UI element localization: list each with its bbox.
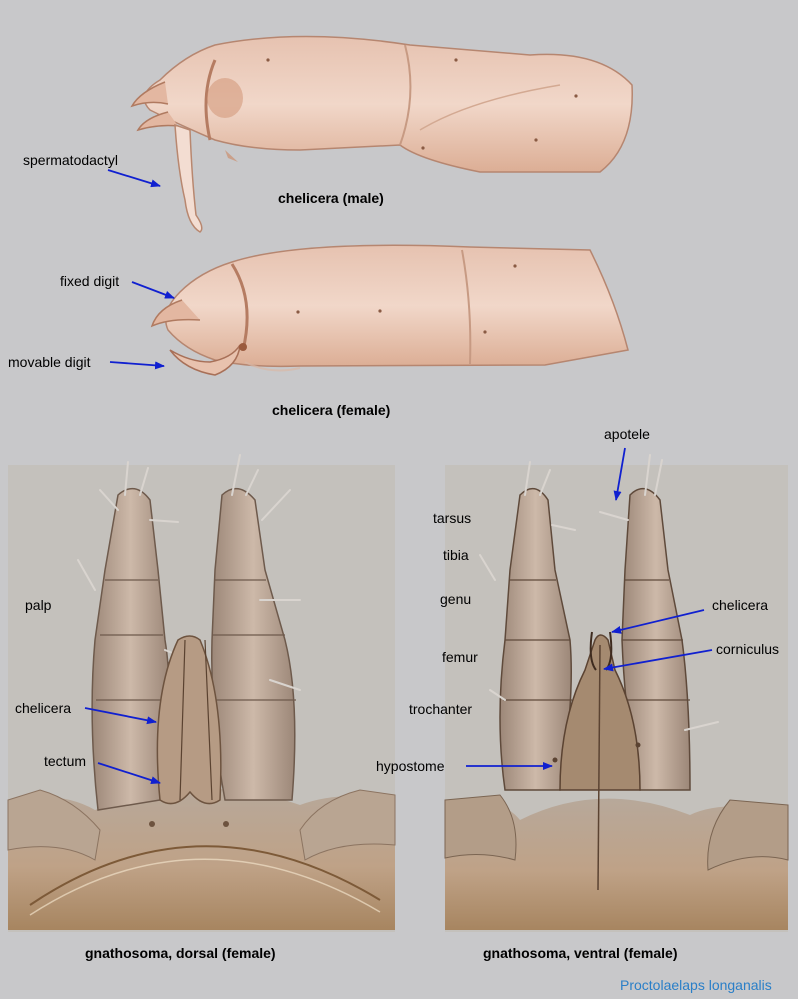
chelicera-female-image	[150, 244, 629, 376]
species-name: Proctolaelaps longanalis	[620, 977, 772, 993]
arrow-chelicera-dorsal	[84, 707, 157, 725]
caption-gnathosoma-ventral: gnathosoma, ventral (female)	[483, 945, 678, 961]
label-tibia: tibia	[443, 547, 469, 563]
label-femur: femur	[442, 649, 478, 665]
arrow-spermatodactyl	[107, 169, 161, 188]
arrow-fixed-digit	[131, 281, 175, 299]
label-apotele: apotele	[604, 426, 650, 442]
arrow-corniculus	[603, 649, 713, 672]
caption-gnathosoma-dorsal: gnathosoma, dorsal (female)	[85, 945, 276, 961]
arrow-movable-digit	[109, 361, 165, 370]
label-trochanter: trochanter	[409, 701, 473, 717]
leader-arrows	[84, 169, 713, 785]
label-tectum: tectum	[44, 753, 87, 769]
label-movable-digit: movable digit	[8, 354, 91, 370]
label-chelicera-ventral: chelicera	[712, 597, 769, 613]
label-spermatodactyl: spermatodactyl	[23, 152, 118, 168]
gnathosoma-dorsal-image	[7, 454, 396, 932]
label-chelicera-dorsal: chelicera	[15, 700, 72, 716]
caption-chelicera-female: chelicera (female)	[272, 402, 391, 418]
arrow-tectum	[97, 762, 161, 785]
gnathosoma-ventral-image	[444, 454, 789, 932]
arrow-apotele	[613, 447, 626, 501]
label-hypostome: hypostome	[376, 758, 445, 774]
label-tarsus: tarsus	[433, 510, 472, 526]
label-palp: palp	[25, 597, 52, 613]
label-fixed-digit: fixed digit	[60, 273, 120, 289]
label-corniculus: corniculus	[716, 641, 780, 657]
chelicera-male-image	[130, 35, 633, 233]
arrow-chelicera-ventral	[611, 609, 705, 634]
caption-chelicera-male: chelicera (male)	[278, 190, 384, 206]
label-genu: genu	[440, 591, 472, 607]
